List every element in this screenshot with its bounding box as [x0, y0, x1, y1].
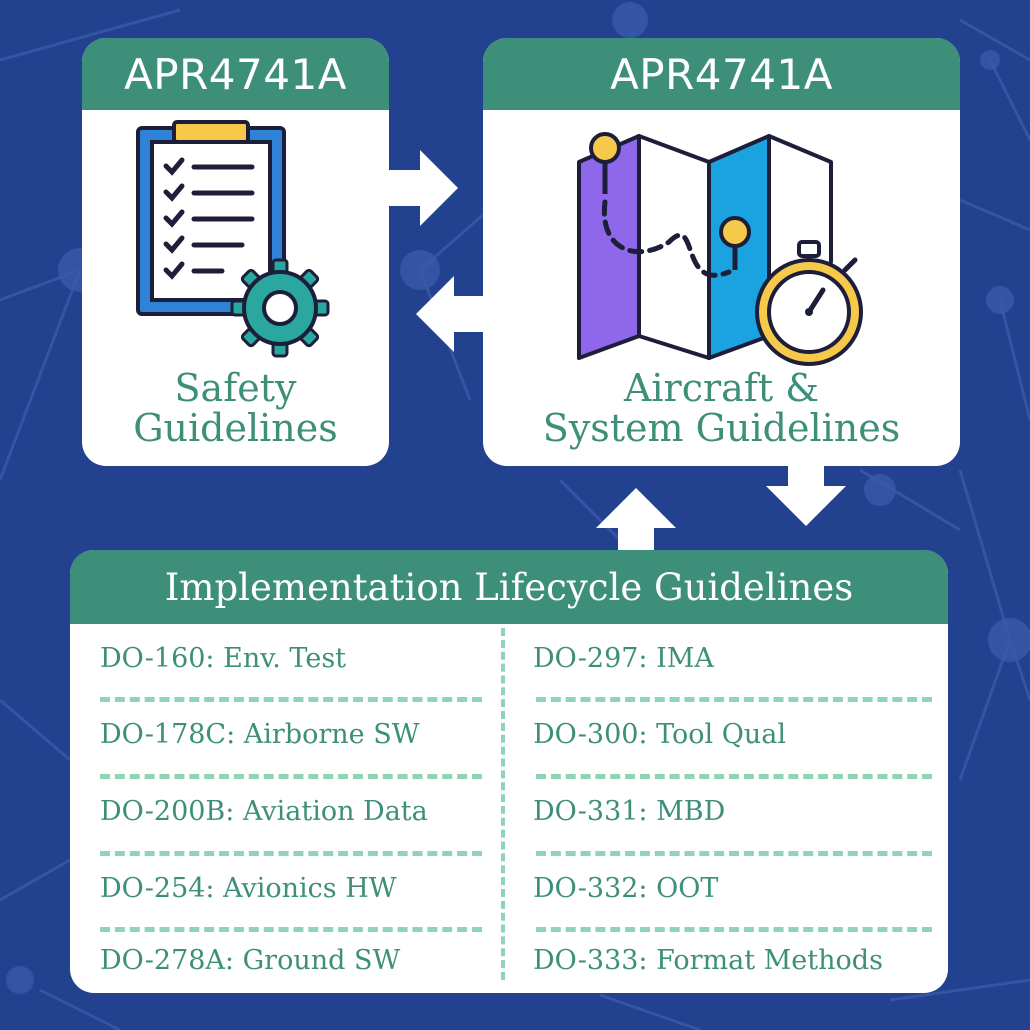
- safety-card-header: APR4741A: [82, 38, 389, 110]
- list-item: DO-331: MBD: [533, 796, 726, 827]
- list-item: DO-254: Avionics HW: [100, 873, 397, 904]
- list-item: DO-333: Format Methods: [533, 945, 883, 976]
- implementation-lifecycle-card: Implementation Lifecycle Guidelines DO-1…: [70, 550, 948, 993]
- safety-card-title: Safety Guidelines: [82, 368, 389, 448]
- aircraft-title-line-2: System Guidelines: [542, 406, 901, 450]
- safety-title-line-1: Safety: [174, 366, 297, 410]
- clipboard-gear-icon: [136, 120, 330, 358]
- list-item: DO-278A: Ground SW: [100, 945, 401, 976]
- list-item: DO-178C: Airborne SW: [100, 719, 420, 750]
- row-divider: [100, 697, 482, 702]
- aircraft-title-line-1: Aircraft &: [623, 366, 820, 410]
- column-divider: [501, 628, 505, 980]
- row-divider: [100, 774, 482, 779]
- row-divider: [536, 927, 932, 932]
- arrow-right-icon: [388, 150, 458, 226]
- arrow-left-icon: [416, 276, 486, 352]
- lifecycle-card-header: Implementation Lifecycle Guidelines: [70, 550, 948, 624]
- aircraft-card-title: Aircraft & System Guidelines: [483, 368, 960, 448]
- aircraft-system-guidelines-card: APR4741A Aircraft & System Guidelines: [483, 38, 960, 466]
- map-stopwatch-icon: [577, 132, 863, 366]
- row-divider: [536, 774, 932, 779]
- row-divider: [536, 851, 932, 856]
- list-item: DO-332: OOT: [533, 873, 719, 904]
- arrow-up-icon: [596, 488, 676, 552]
- list-item: DO-297: IMA: [533, 643, 714, 674]
- safety-title-line-2: Guidelines: [133, 406, 338, 450]
- aircraft-card-header: APR4741A: [483, 38, 960, 110]
- list-item: DO-200B: Aviation Data: [100, 796, 428, 827]
- arrow-down-icon: [766, 462, 846, 526]
- safety-guidelines-card: APR4741A: [82, 38, 389, 466]
- row-divider: [100, 927, 482, 932]
- list-item: DO-300: Tool Qual: [533, 719, 787, 750]
- list-item: DO-160: Env. Test: [100, 643, 347, 674]
- row-divider: [536, 697, 932, 702]
- row-divider: [100, 851, 482, 856]
